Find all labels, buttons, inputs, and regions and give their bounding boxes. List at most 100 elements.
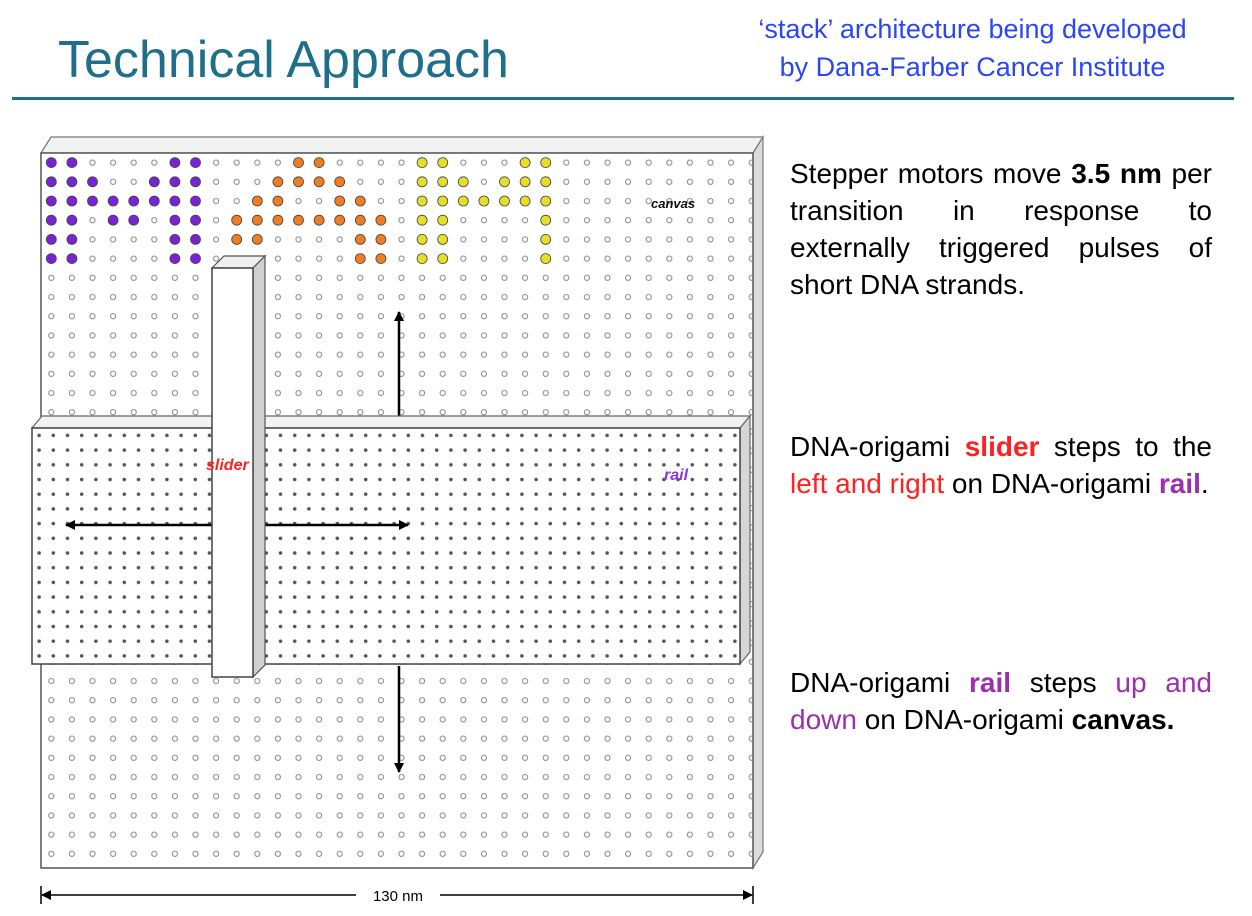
purple-pattern-dot [169, 195, 181, 207]
p3-canvas-word: canvas. [1071, 704, 1175, 735]
yellow-pattern-dot [540, 195, 552, 207]
yellow-pattern-dot [416, 233, 428, 245]
orange-pattern-dot [272, 214, 284, 226]
p1-step-size: 3.5 nm [1071, 158, 1162, 189]
orange-pattern-dot [272, 195, 284, 207]
yellow-pattern-dot [499, 195, 510, 207]
yellow-pattern-dot [519, 176, 531, 188]
p3-direction: up and down [790, 667, 1212, 735]
orange-pattern-dot [375, 253, 387, 265]
rail-board [30, 414, 752, 666]
purple-pattern-dot [66, 176, 78, 188]
purple-pattern-dot [169, 233, 181, 245]
orange-pattern-dot [293, 214, 304, 226]
yellow-pattern-dot [416, 195, 428, 207]
subtitle-line-1: ‘stack’ architecture being developed [758, 14, 1187, 44]
rail-label: rail [664, 467, 689, 484]
purple-pattern-dot [148, 176, 160, 188]
yellow-pattern-dot [457, 195, 469, 207]
yellow-pattern-dot [416, 176, 428, 188]
purple-pattern-dot [169, 176, 181, 188]
yellow-pattern-dot [437, 253, 449, 265]
orange-pattern-dot [251, 195, 263, 207]
orange-pattern-dot [334, 214, 346, 226]
p3-text-a: DNA-origami [790, 667, 969, 698]
orange-pattern-dot [313, 176, 325, 188]
purple-pattern-dot [45, 176, 57, 188]
scale-label: 130 nm [373, 888, 423, 905]
canvas-pattern-dots [45, 157, 552, 265]
purple-pattern-dot [45, 253, 57, 265]
paragraph-rail: DNA-origami rail steps up and down on DN… [790, 664, 1212, 738]
purple-pattern-dot [66, 214, 78, 226]
purple-pattern-dot [190, 176, 201, 188]
subtitle-line-2: by Dana-Farber Cancer Institute [779, 52, 1166, 82]
orange-pattern-dot [251, 214, 263, 226]
slide-title: Technical Approach [58, 31, 509, 89]
purple-pattern-dot [87, 176, 98, 188]
purple-pattern-dot [66, 195, 78, 207]
purple-pattern-dot [169, 253, 181, 265]
orange-pattern-dot [354, 253, 366, 265]
yellow-pattern-dot [416, 253, 428, 265]
yellow-pattern-dot [540, 214, 552, 226]
purple-pattern-dot [190, 253, 201, 265]
yellow-pattern-dot [540, 233, 552, 245]
p2-rail-word: rail [1158, 468, 1201, 499]
purple-pattern-dot [107, 195, 119, 207]
yellow-pattern-dot [540, 176, 552, 188]
orange-pattern-dot [354, 195, 366, 207]
scale-bar: 130 nm [40, 886, 754, 905]
purple-pattern-dot [169, 157, 181, 169]
purple-pattern-dot [190, 214, 201, 226]
yellow-pattern-dot [478, 195, 490, 207]
p2-text-e: on DNA-origami [944, 468, 1159, 499]
slider-bar [210, 254, 267, 679]
yellow-pattern-dot [519, 195, 531, 207]
p1-text-a: Stepper motors move [790, 158, 1072, 189]
yellow-pattern-dot [540, 157, 552, 169]
purple-pattern-dot [190, 157, 201, 169]
yellow-pattern-dot [416, 157, 428, 169]
purple-pattern-dot [190, 195, 201, 207]
p2-text-c: steps to the [1039, 431, 1212, 462]
purple-pattern-dot [45, 233, 57, 245]
orange-pattern-dot [375, 214, 387, 226]
yellow-pattern-dot [437, 214, 449, 226]
orange-pattern-dot [334, 176, 346, 188]
orange-pattern-dot [231, 233, 243, 245]
purple-pattern-dot [45, 195, 57, 207]
canvas-label: canvas [651, 196, 695, 211]
purple-pattern-dot [190, 233, 201, 245]
yellow-pattern-dot [519, 157, 531, 169]
purple-pattern-dot [87, 195, 98, 207]
purple-pattern-dot [66, 253, 78, 265]
orange-pattern-dot [375, 233, 387, 245]
orange-pattern-dot [313, 157, 325, 169]
purple-pattern-dot [66, 233, 78, 245]
orange-pattern-dot [293, 157, 304, 169]
title-underline [12, 97, 1234, 100]
purple-pattern-dot [107, 214, 119, 226]
yellow-pattern-dot [457, 176, 469, 188]
orange-pattern-dot [354, 233, 366, 245]
p1-text-c: per transition in response to externally… [790, 158, 1213, 300]
yellow-pattern-dot [416, 214, 428, 226]
orange-pattern-dot [293, 176, 304, 188]
paragraph-stepper-motors: Stepper motors move 3.5 nm per transitio… [790, 155, 1212, 303]
orange-pattern-dot [272, 176, 284, 188]
slider-label: slider [206, 457, 249, 474]
purple-pattern-dot [169, 214, 181, 226]
purple-pattern-dot [45, 157, 57, 169]
purple-pattern-dot [66, 157, 78, 169]
yellow-pattern-dot [437, 195, 449, 207]
p3-text-c: steps [1011, 667, 1116, 698]
yellow-pattern-dot [540, 253, 552, 265]
yellow-pattern-dot [437, 233, 449, 245]
p2-text-a: DNA-origami [790, 431, 965, 462]
yellow-pattern-dot [437, 157, 449, 169]
p2-text-g: . [1200, 468, 1209, 499]
purple-pattern-dot [128, 214, 140, 226]
yellow-pattern-dot [499, 176, 510, 188]
